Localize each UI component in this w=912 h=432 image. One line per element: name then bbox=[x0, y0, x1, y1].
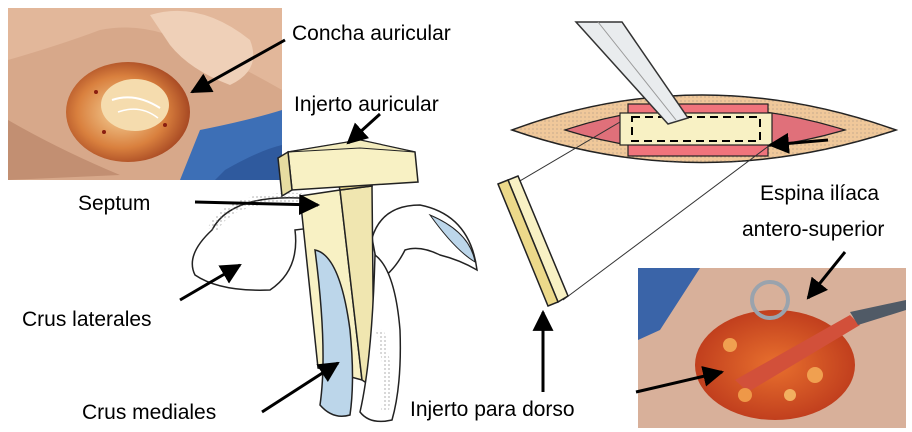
label-crus-mediales: Crus mediales bbox=[82, 401, 216, 424]
ear-surgery-photo bbox=[8, 8, 282, 180]
label-injerto-auricular: Injerto auricular bbox=[294, 93, 439, 116]
label-antero-superior: antero-superior bbox=[742, 218, 884, 241]
nasal-framework bbox=[192, 140, 477, 421]
arrow-injerto-auricular bbox=[348, 114, 380, 143]
hip-surgery-photo bbox=[638, 268, 906, 428]
label-espina-iliaca: Espina ilíaca bbox=[760, 182, 879, 205]
label-crus-laterales: Crus laterales bbox=[22, 308, 152, 331]
label-septum: Septum bbox=[78, 192, 150, 215]
label-concha-auricular: Concha auricular bbox=[292, 22, 451, 45]
label-injerto-para-dorso: Injerto para dorso bbox=[410, 398, 575, 421]
iliac-crest-section bbox=[512, 22, 896, 163]
